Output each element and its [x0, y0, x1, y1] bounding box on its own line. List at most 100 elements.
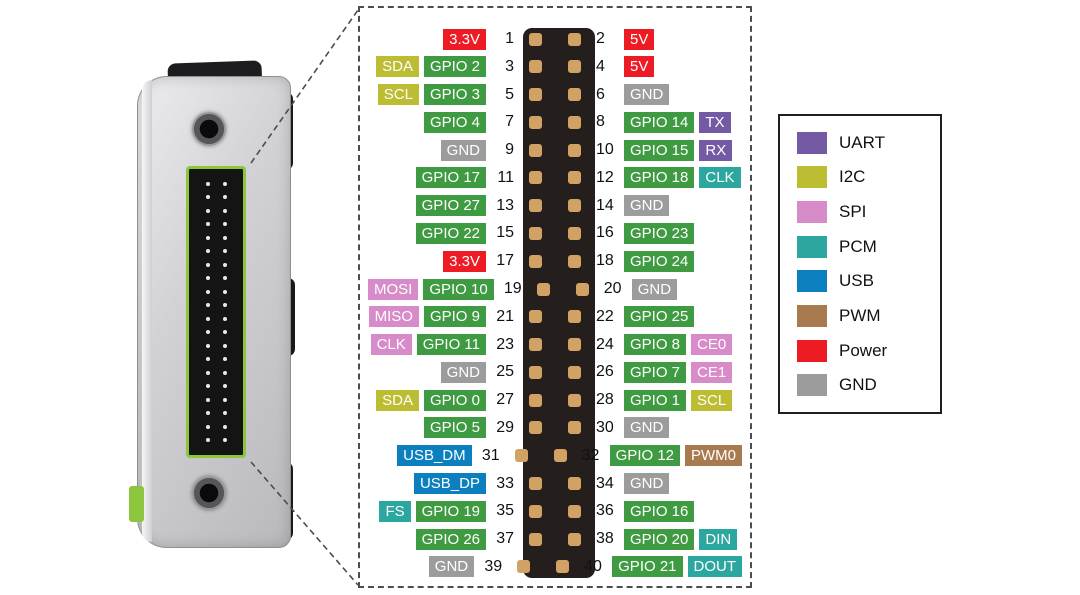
- header-pin-icon: [568, 32, 581, 46]
- pin-dot-icon: [205, 438, 210, 443]
- header-pin-pair: [505, 449, 577, 463]
- pin-label-usb: USB_DP: [413, 473, 486, 494]
- pin-label-gpio: GPIO 4: [423, 111, 486, 133]
- pin-label-spi: CE0: [691, 334, 733, 356]
- pin-label-gpio: GPIO 3: [423, 84, 486, 106]
- legend-swatch-uart: [797, 131, 827, 154]
- header-pin-pair: [519, 171, 591, 185]
- pin-number: 34: [596, 474, 614, 492]
- header-pin-icon: [529, 226, 542, 240]
- pin-label-spi: CLK: [370, 334, 412, 356]
- left-pin-labels: USB_DP: [368, 473, 486, 494]
- pin-number: 10: [596, 141, 614, 159]
- header-pin-pair: [519, 532, 591, 546]
- header-pin-pair: [519, 32, 591, 46]
- pin-label-usb: USB_DM: [397, 445, 472, 467]
- pin-label-pcm: DOUT: [687, 556, 742, 578]
- screw-icon: [192, 112, 226, 146]
- pin-dot-icon: [205, 343, 210, 348]
- pin-label-gpio: GPIO 7: [624, 361, 687, 383]
- pin-label-i2c: SCL: [691, 389, 733, 411]
- pin-label-power: 5V: [624, 56, 655, 78]
- legend-item-usb: USB: [797, 270, 930, 293]
- pin-dot-icon: [222, 222, 227, 227]
- pin-label-gnd: GND: [624, 195, 670, 217]
- legend-item-gnd: GND: [797, 374, 930, 397]
- header-pin-pair: [519, 254, 591, 268]
- pin-number: 11: [497, 168, 514, 186]
- pin-dot-icon: [205, 235, 210, 240]
- left-pin-labels: GPIO 4: [368, 111, 486, 133]
- pin-number: 32: [581, 446, 600, 464]
- pin-number: 20: [603, 280, 622, 298]
- pin-label-gnd: GND: [624, 84, 670, 106]
- pin-number: 8: [596, 113, 605, 131]
- pin-number: 35: [496, 502, 514, 520]
- pin-label-gpio: GPIO 20: [624, 528, 695, 550]
- pin-label-gpio: GPIO 27: [415, 195, 486, 217]
- pin-label-gpio: GPIO 19: [415, 500, 486, 522]
- pin-label-gpio: GPIO 12: [609, 445, 680, 467]
- header-pin-pair: [519, 226, 591, 240]
- header-pin-icon: [568, 504, 581, 518]
- pin-label-gpio: GPIO 16: [624, 500, 695, 522]
- pin-number: 23: [496, 335, 514, 353]
- screw-icon: [192, 476, 226, 510]
- pin-dot-icon: [205, 330, 210, 335]
- pin-dot-icon: [205, 208, 210, 213]
- header-pin-icon: [529, 171, 542, 185]
- right-pin-labels: GPIO 25: [624, 306, 742, 328]
- legend-label: PWM: [839, 306, 881, 326]
- header-pin-icon: [568, 365, 581, 379]
- right-pin-labels: 5V: [624, 28, 742, 50]
- legend-label: Power: [839, 340, 888, 360]
- pin-number: 28: [596, 391, 614, 409]
- pin-dot-icon: [222, 303, 227, 308]
- pin-label-uart: RX: [699, 139, 733, 161]
- header-pin-icon: [568, 393, 581, 407]
- pin-number: 39: [484, 557, 503, 575]
- pin-dot-icon: [222, 397, 227, 402]
- right-pin-labels: GND: [624, 195, 742, 217]
- header-pin-icon: [568, 310, 581, 324]
- device-photo: [0, 0, 320, 595]
- legend-item-power: Power: [797, 339, 930, 362]
- pin-label-gpio: GPIO 5: [423, 417, 486, 439]
- pin-label-spi: MOSI: [368, 278, 419, 300]
- pin-label-gpio: GPIO 17: [415, 167, 486, 189]
- header-pin-icon: [568, 254, 581, 268]
- pin-dot-icon: [222, 411, 227, 416]
- left-pin-labels: GPIO 17: [368, 167, 486, 189]
- pin-dot-icon: [222, 438, 227, 443]
- pin-number: 24: [596, 335, 614, 353]
- pin-number: 21: [496, 307, 514, 325]
- pin-label-gpio: GPIO 10: [423, 278, 494, 300]
- pin-number: 6: [596, 85, 605, 103]
- header-pin-pair: [519, 115, 591, 129]
- header-pin-icon: [529, 532, 542, 546]
- header-pin-icon: [568, 143, 581, 157]
- pin-label-gpio: GPIO 9: [423, 306, 486, 328]
- pin-dot-icon: [222, 181, 227, 186]
- pin-label-gpio: GPIO 25: [624, 306, 695, 328]
- left-pin-labels: GPIO 27: [368, 195, 486, 217]
- header-pin-icon: [568, 338, 581, 352]
- pin-label-i2c: SDA: [376, 56, 419, 78]
- legend-item-pwm: PWM: [797, 305, 930, 328]
- pin-number: 27: [496, 391, 514, 409]
- pin-dot-icon: [222, 424, 227, 429]
